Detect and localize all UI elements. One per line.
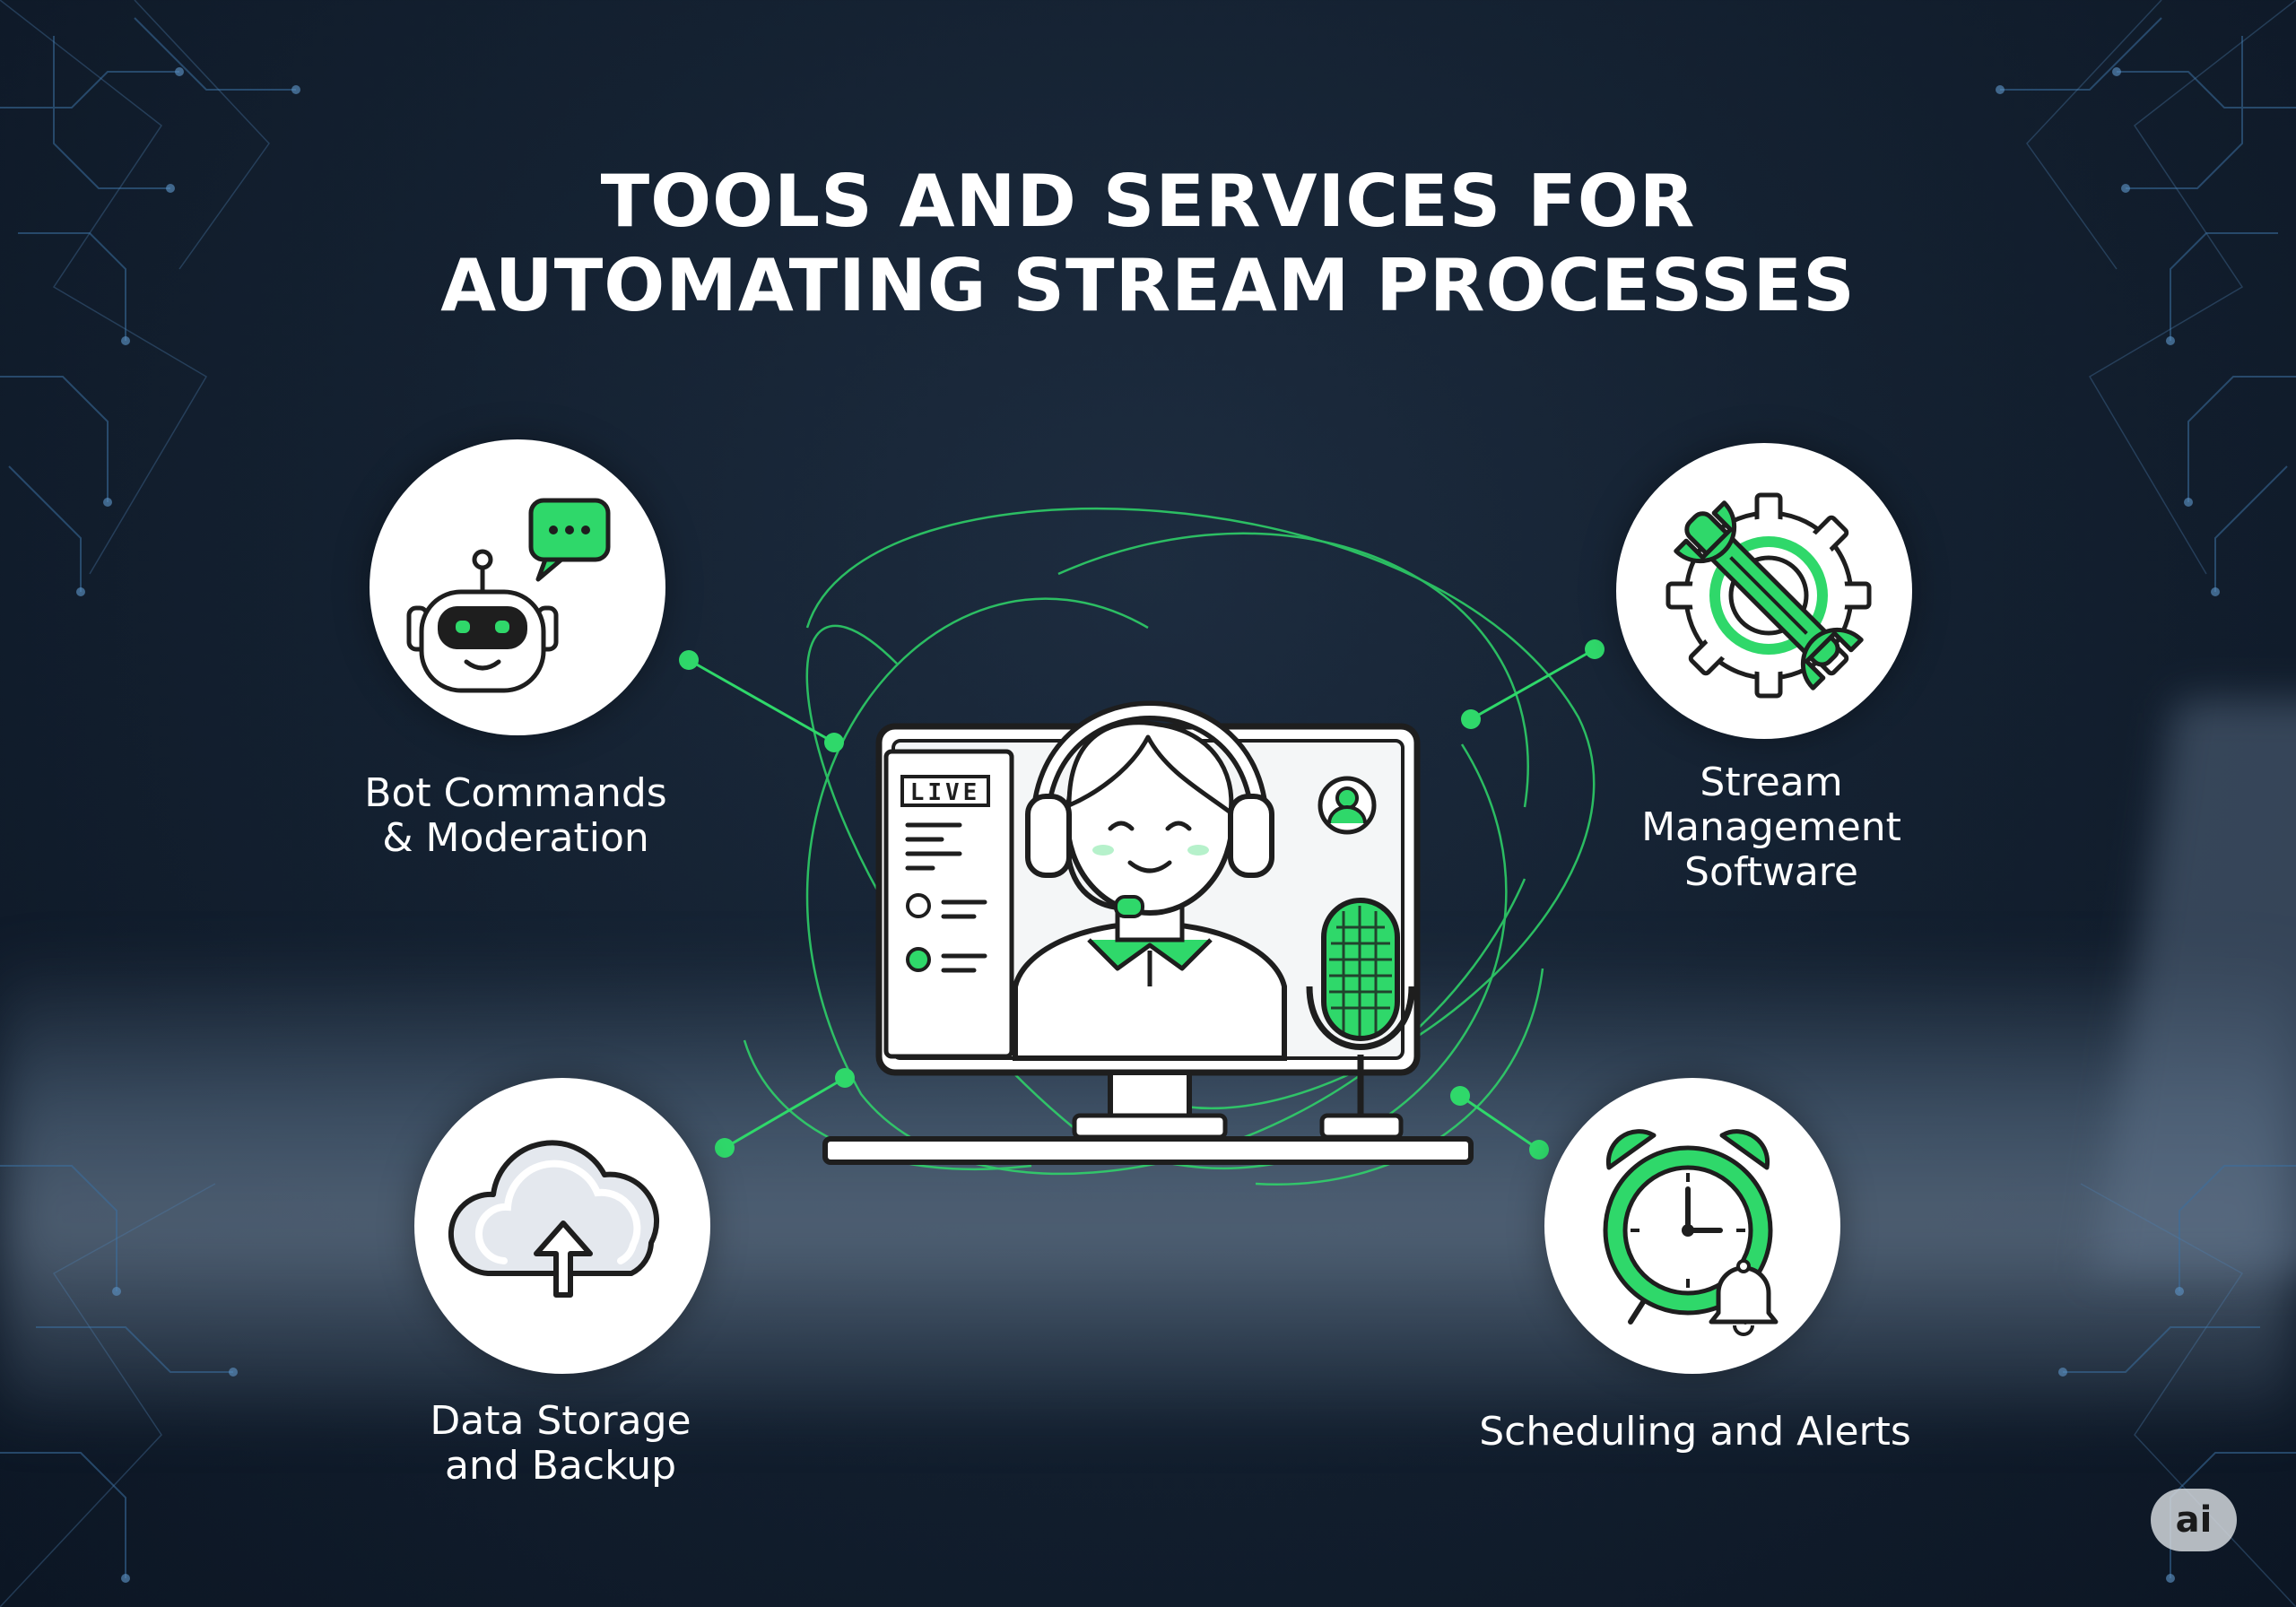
cloud-upload-icon <box>448 1140 660 1298</box>
label-stream-management: Stream Management Software <box>1641 760 1901 895</box>
streamer-monitor-icon: LIVE <box>822 700 1474 1165</box>
node-data-storage <box>414 1078 710 1374</box>
title-line-2: AUTOMATING STREAM PROCESSES <box>440 244 1856 327</box>
node-scheduling <box>1544 1078 1840 1374</box>
ai-badge: ai <box>2151 1489 2237 1551</box>
node-stream-management <box>1616 443 1912 739</box>
page-title: TOOLS AND SERVICES FOR AUTOMATING STREAM… <box>0 160 2296 328</box>
chatbot-icon <box>406 498 611 693</box>
label-data-storage: Data Storage and Backup <box>430 1398 691 1489</box>
title-line-1: TOOLS AND SERVICES FOR <box>600 160 1696 243</box>
alarm-clock-icon <box>1603 1129 1779 1336</box>
node-bot-commands <box>370 439 665 735</box>
live-label: LIVE <box>910 779 981 806</box>
gear-wrench-icon <box>1665 492 1872 699</box>
label-scheduling: Scheduling and Alerts <box>1479 1409 1911 1455</box>
label-bot-commands: Bot Commands & Moderation <box>364 770 667 861</box>
